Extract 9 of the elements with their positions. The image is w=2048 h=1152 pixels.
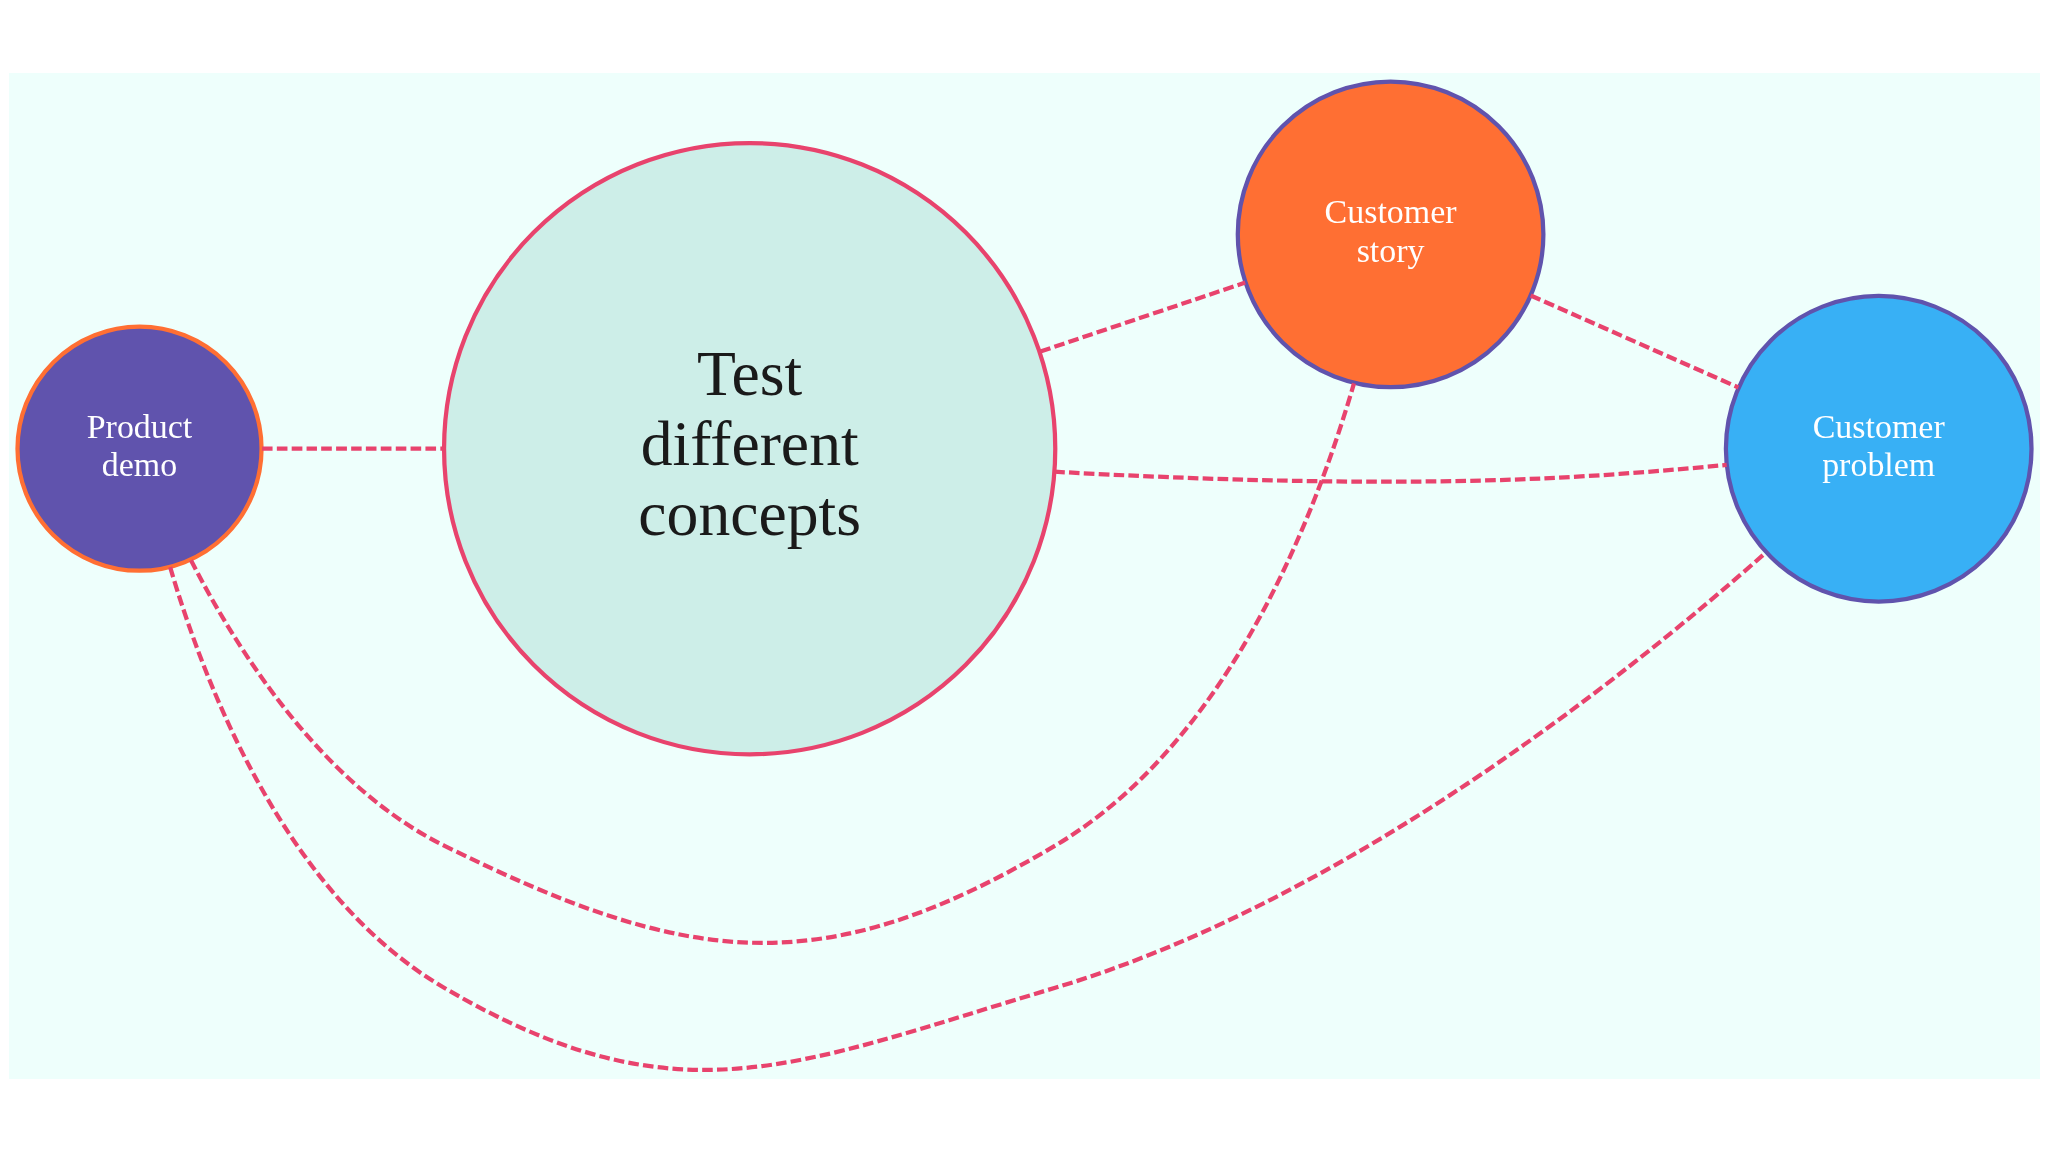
connector bbox=[261, 446, 443, 451]
connector bbox=[188, 382, 1356, 945]
connector bbox=[1039, 280, 1246, 354]
node-circle: Customer story bbox=[1235, 79, 1545, 390]
node-circle: Test different concepts bbox=[441, 141, 1057, 757]
node-circle: Customer problem bbox=[1723, 293, 2034, 604]
connector bbox=[1053, 462, 1727, 484]
connector bbox=[1529, 293, 1739, 390]
node-circle: Product demo bbox=[14, 324, 264, 573]
